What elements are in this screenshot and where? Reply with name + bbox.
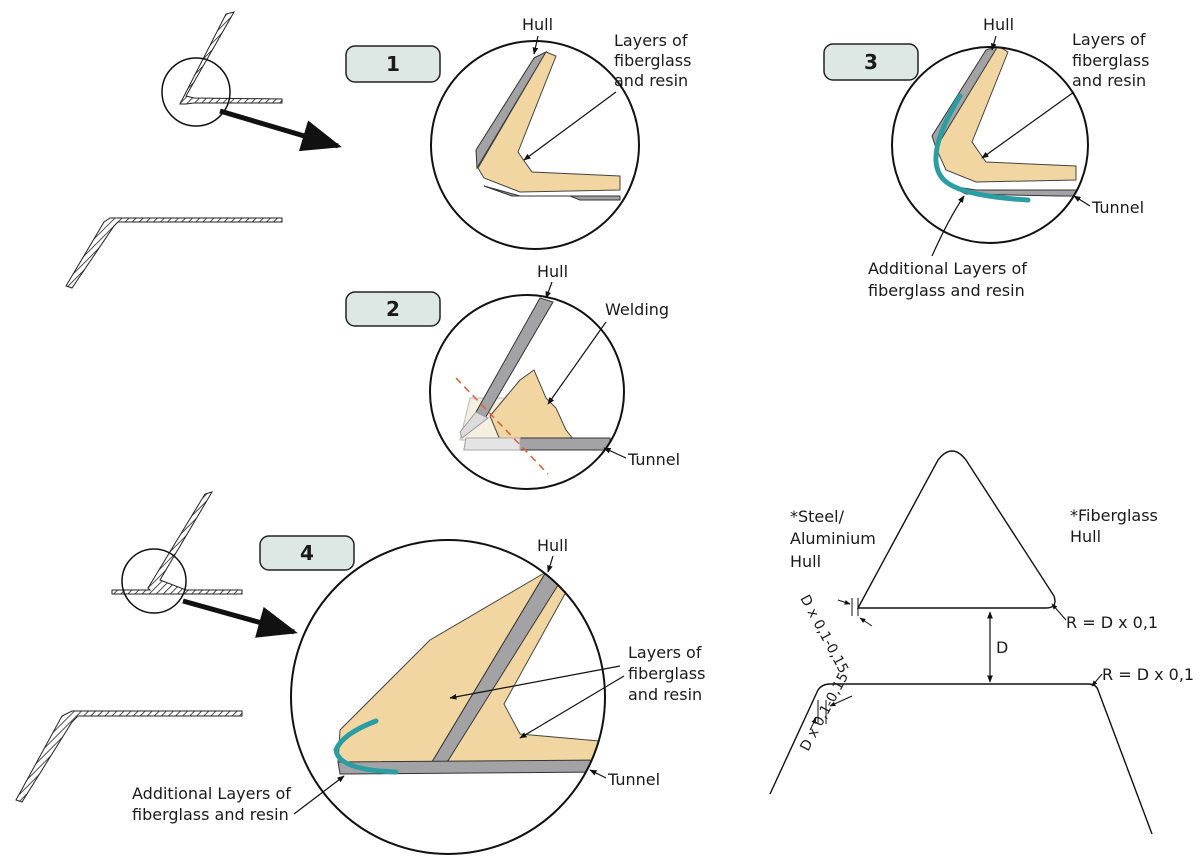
offset-bottom-label: D x 0,1-0,15 xyxy=(797,670,852,754)
step-1-layers-label-2: fiberglass xyxy=(614,51,691,70)
steel-hull-label-3: Hull xyxy=(790,552,821,571)
step-3-badge: 3 xyxy=(823,43,919,81)
step-4-tunnel-label: Tunnel xyxy=(607,770,660,789)
svg-text:3: 3 xyxy=(864,50,878,74)
step-3-detail xyxy=(931,47,1079,203)
radius-diagram xyxy=(769,450,1153,835)
step-2-tunnel-label: Tunnel xyxy=(627,450,680,469)
step-2-zoom-circle xyxy=(429,294,625,490)
step-3-tunnel-label: Tunnel xyxy=(1091,198,1144,217)
step-3-layers-label-1: Layers of xyxy=(1072,30,1146,49)
step-3-layers-label-3: and resin xyxy=(1072,71,1146,90)
step-3-zoom-circle xyxy=(891,46,1089,244)
fiberglass-hull-label-2: Hull xyxy=(1070,527,1101,546)
step-3-additional-label-1: Additional Layers of xyxy=(868,259,1027,278)
step-4-badge: 4 xyxy=(259,535,355,571)
step-4-hull-label: Hull xyxy=(537,536,568,555)
thumbnail-top-tunnel xyxy=(65,217,283,289)
thumbnail-bottom-hull xyxy=(111,491,243,595)
step-4-additional-label-2: fiberglass and resin xyxy=(132,805,289,824)
thumbnail-zoom-circle-bottom xyxy=(121,548,187,614)
step-2-hull-label: Hull xyxy=(537,262,568,281)
radius-top-label: R = D x 0,1 xyxy=(1066,613,1158,632)
fiberglass-hull-label-1: *Fiberglass xyxy=(1070,506,1158,525)
step-2-badge: 2 xyxy=(345,291,441,327)
svg-text:1: 1 xyxy=(386,52,400,76)
steel-hull-label-2: Aluminium xyxy=(790,529,876,548)
step-1-zoom-circle xyxy=(430,40,640,250)
svg-text:2: 2 xyxy=(386,297,400,321)
step-3-layers-label-2: fiberglass xyxy=(1072,51,1149,70)
step-2-detail xyxy=(455,297,611,475)
step-3-additional-label-2: fiberglass and resin xyxy=(868,281,1025,300)
radius-bottom-label: R = D x 0,1 xyxy=(1102,665,1194,684)
thumbnail-bottom-tunnel xyxy=(15,710,243,803)
step-4-layers-label-2: fiberglass xyxy=(628,664,705,683)
svg-text:4: 4 xyxy=(300,541,314,565)
step-4-layers-label-3: and resin xyxy=(628,685,702,704)
zoom-arrow-bottom xyxy=(182,598,298,638)
step-2-welding-label: Welding xyxy=(605,300,669,319)
steel-hull-label-1: *Steel/ xyxy=(790,507,845,526)
offset-top-label: D x 0,1-0,15 xyxy=(796,592,851,676)
step-1-detail xyxy=(475,50,621,201)
step-4-zoom-circle xyxy=(290,539,606,855)
step-3-hull-label: Hull xyxy=(983,15,1014,34)
step-1-layers-label-3: and resin xyxy=(614,71,688,90)
step-1-hull-label: Hull xyxy=(522,15,553,34)
step-4-detail xyxy=(333,571,605,775)
step-1-badge: 1 xyxy=(345,45,441,83)
step-1-layers-label-1: Layers of xyxy=(614,31,688,50)
thumbnail-top-hull xyxy=(179,11,283,105)
gap-d-label: D xyxy=(996,638,1008,657)
zoom-arrow-top xyxy=(219,108,342,152)
thumbnail-zoom-circle-top xyxy=(161,57,231,127)
step-4-additional-label-1: Additional Layers of xyxy=(132,784,291,803)
step-4-layers-label-1: Layers of xyxy=(628,643,702,662)
